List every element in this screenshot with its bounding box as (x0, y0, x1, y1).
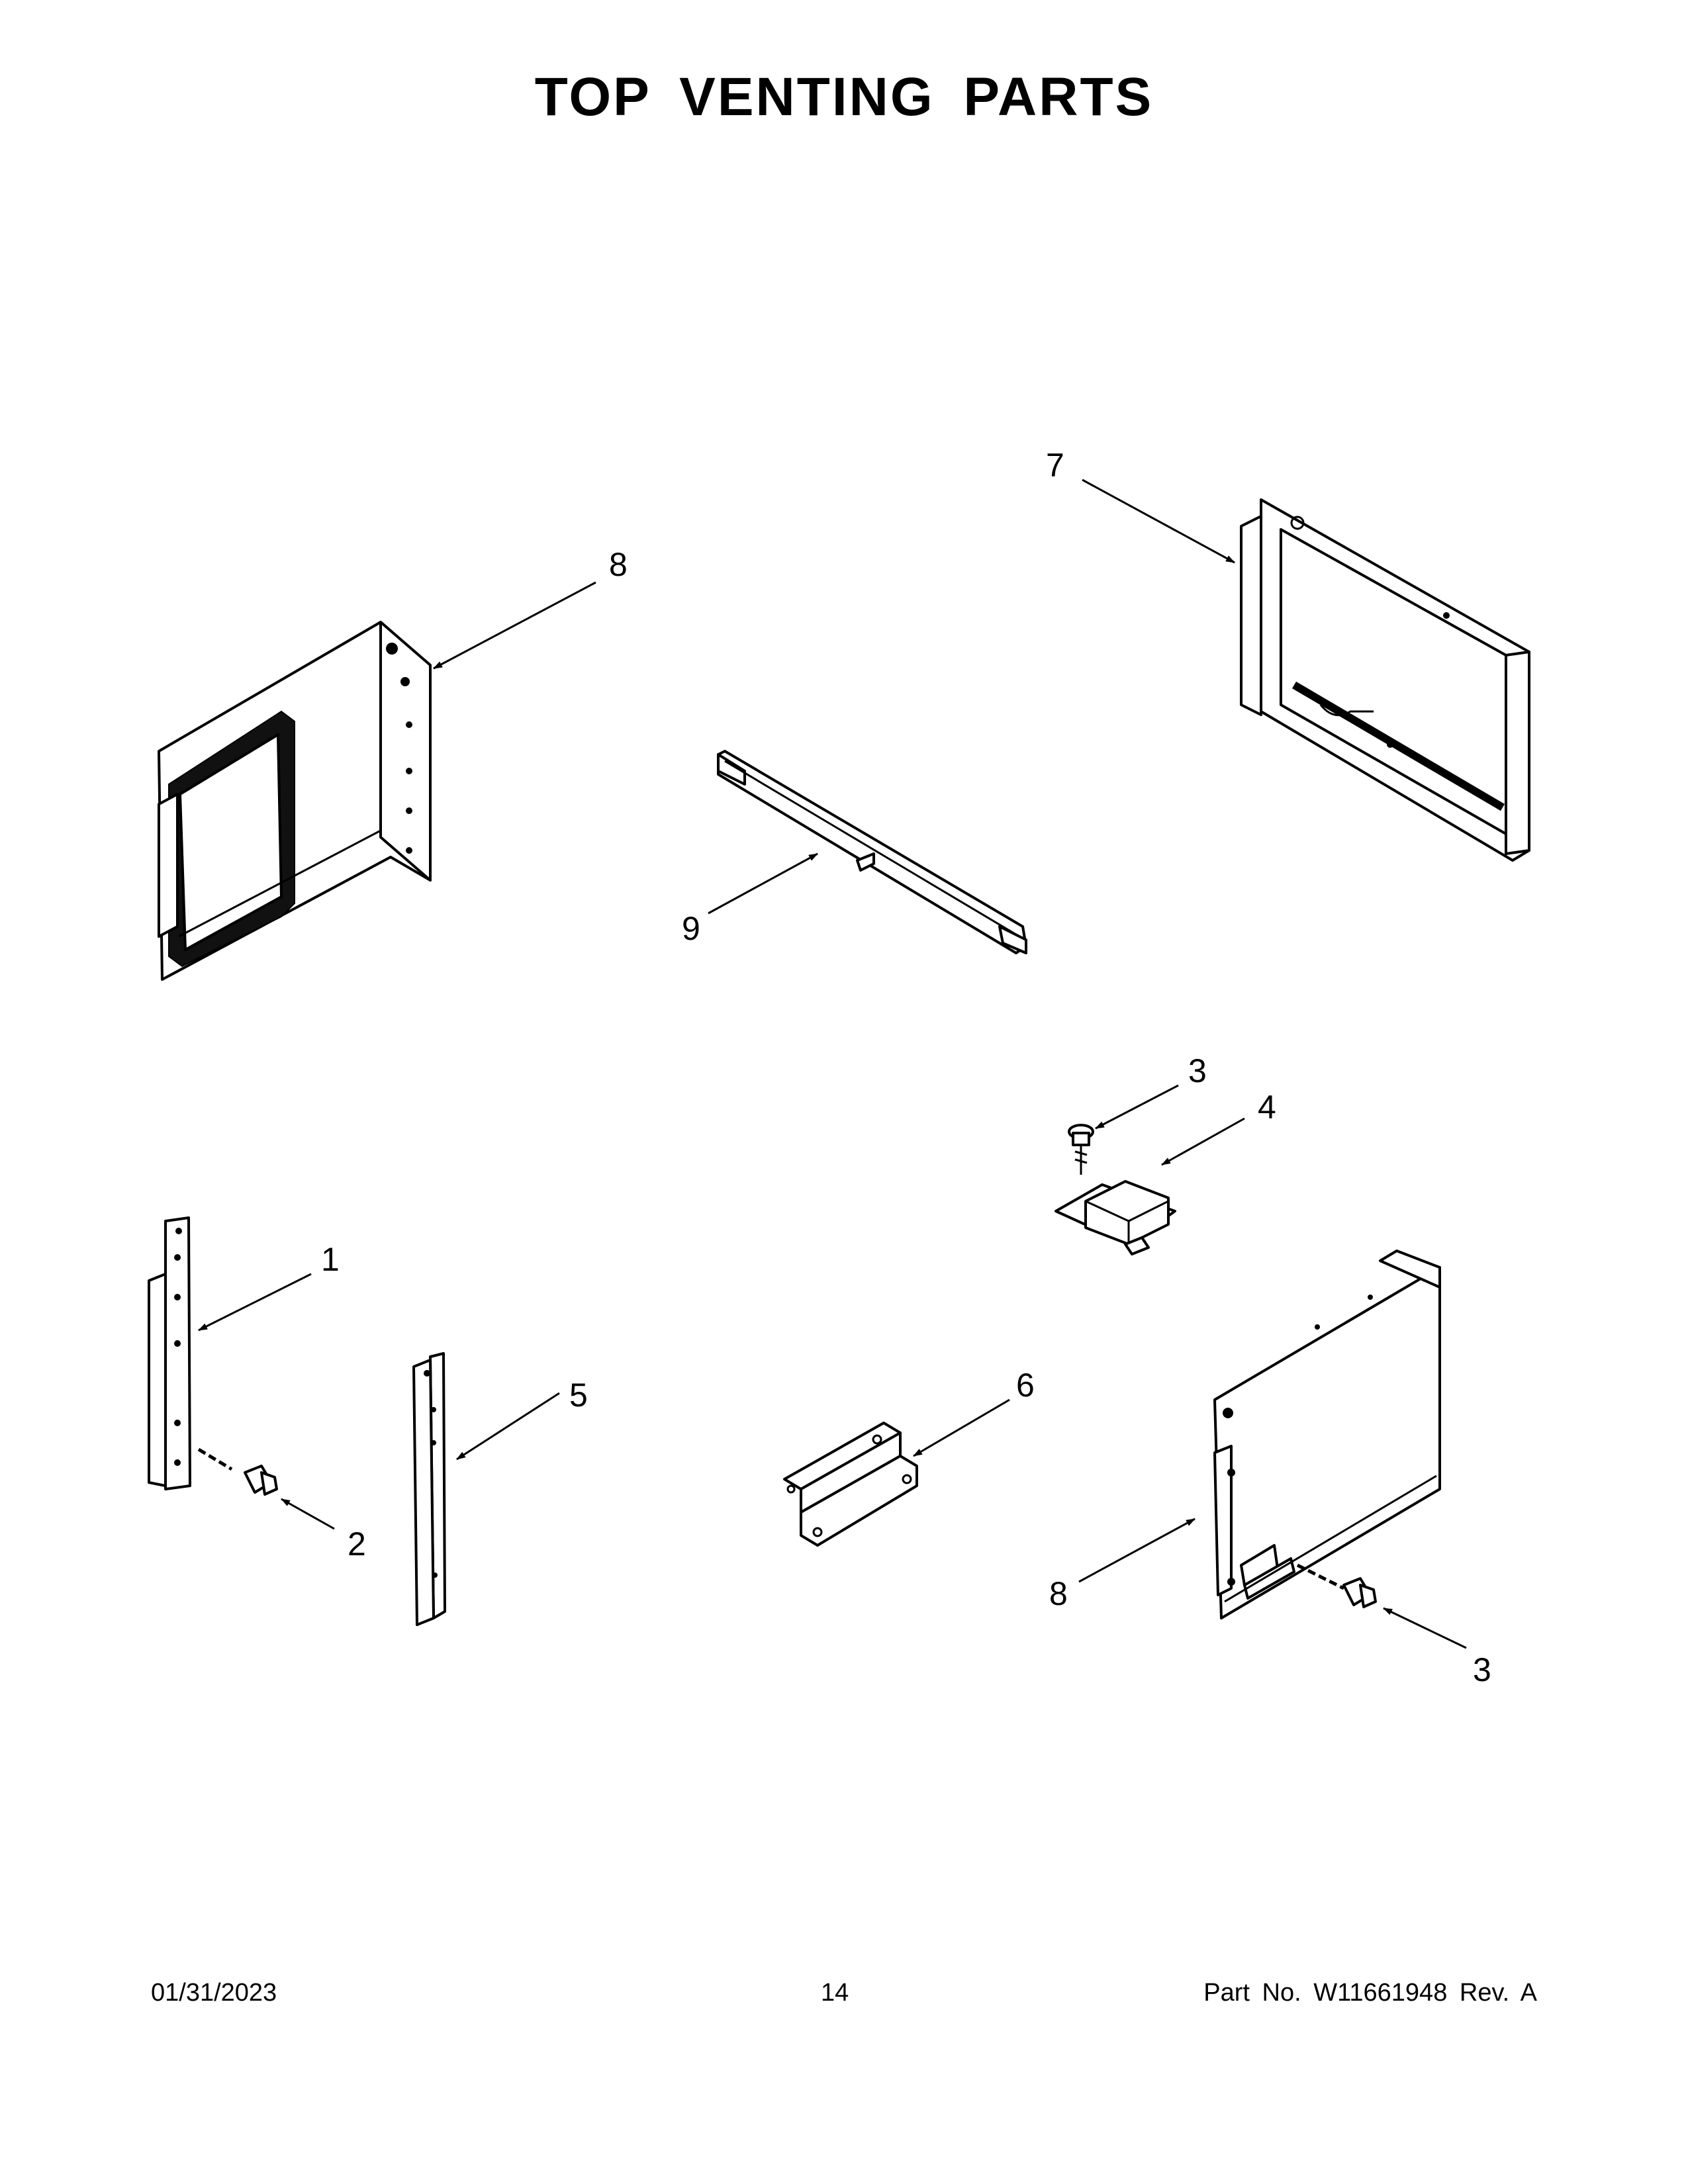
part-7-rear-vent-frame[interactable] (1240, 498, 1530, 862)
callout-5: 5 (569, 1377, 588, 1414)
leader-6 (913, 1398, 1010, 1457)
part-8-left-side-panel[interactable] (158, 621, 432, 981)
callout-3-upper: 3 (1188, 1052, 1207, 1089)
callout-8-right: 8 (1049, 1575, 1068, 1612)
part-9-vent-rail[interactable] (717, 750, 1027, 954)
leader-8-left (433, 581, 596, 670)
leader-8-right (1078, 1518, 1196, 1583)
callout-7: 7 (1046, 447, 1064, 484)
part-4-thermal-switch[interactable] (1055, 1180, 1176, 1255)
callout-4: 4 (1258, 1089, 1276, 1126)
leader-5 (456, 1392, 560, 1461)
footer-page-number: 14 (821, 1979, 849, 2007)
leader-3-lower (1383, 1607, 1467, 1649)
callout-8-left: 8 (609, 546, 628, 583)
footer-date: 01/31/2023 (151, 1979, 277, 2007)
callout-9: 9 (682, 910, 700, 947)
part-1-side-bracket[interactable] (148, 1216, 191, 1490)
footer-part-info: Part No. W11661948 Rev. A (1203, 1979, 1537, 2007)
part-6-mounting-bracket[interactable] (783, 1422, 918, 1547)
part-3-screw-lower[interactable] (1296, 1563, 1377, 1608)
page-title: TOP VENTING PARTS (534, 67, 1154, 127)
callout-3-lower: 3 (1473, 1651, 1491, 1688)
callout-2: 2 (348, 1525, 366, 1563)
callout-1: 1 (321, 1241, 340, 1278)
leader-7 (1082, 478, 1235, 564)
leader-2 (281, 1498, 335, 1530)
part-3-screw-upper[interactable] (1068, 1124, 1094, 1175)
part-5-side-strip[interactable] (412, 1352, 446, 1626)
leader-9 (708, 852, 818, 915)
leader-1 (198, 1273, 312, 1332)
callout-6: 6 (1016, 1367, 1035, 1404)
part-8-right-side-panel[interactable] (1213, 1250, 1441, 1619)
leader-3-upper (1095, 1084, 1179, 1130)
leader-4 (1161, 1117, 1245, 1166)
part-2-screw[interactable] (197, 1447, 278, 1496)
